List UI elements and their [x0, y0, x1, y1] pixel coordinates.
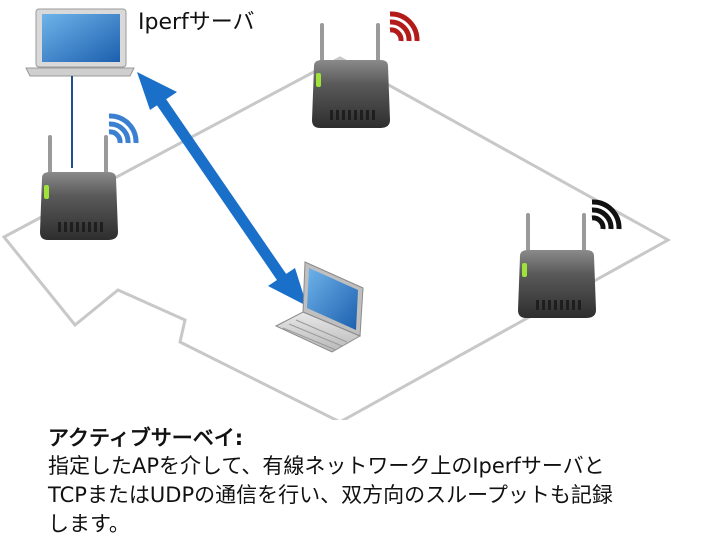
wireless-access-point-icon [40, 135, 118, 240]
wireless-access-point-icon [312, 23, 390, 128]
caption: アクティブサーベイ: 指定したAPを介して、有線ネットワーク上のIperfサーバ… [48, 424, 703, 539]
caption-title: アクティブサーベイ: [48, 426, 244, 450]
double-arrow-icon [137, 72, 307, 306]
laptop-icon [25, 8, 135, 77]
wifi-signal-icon [591, 199, 622, 230]
caption-line: 指定したAPを介して、有線ネットワーク上のIperfサーバと [48, 454, 605, 478]
caption-line: します。 [48, 512, 130, 536]
laptop-icon [274, 261, 364, 353]
network-diagram [1, 8, 672, 420]
wifi-signal-icon [108, 113, 139, 144]
wireless-access-point-icon [518, 213, 596, 318]
caption-line: TCPまたはUDPの通信を行い、双方向のスループットも記録 [48, 483, 613, 507]
server-label: Iperfサーバ [138, 10, 255, 35]
floor-plan-outline [1, 56, 672, 420]
wifi-signal-icon [389, 11, 420, 42]
